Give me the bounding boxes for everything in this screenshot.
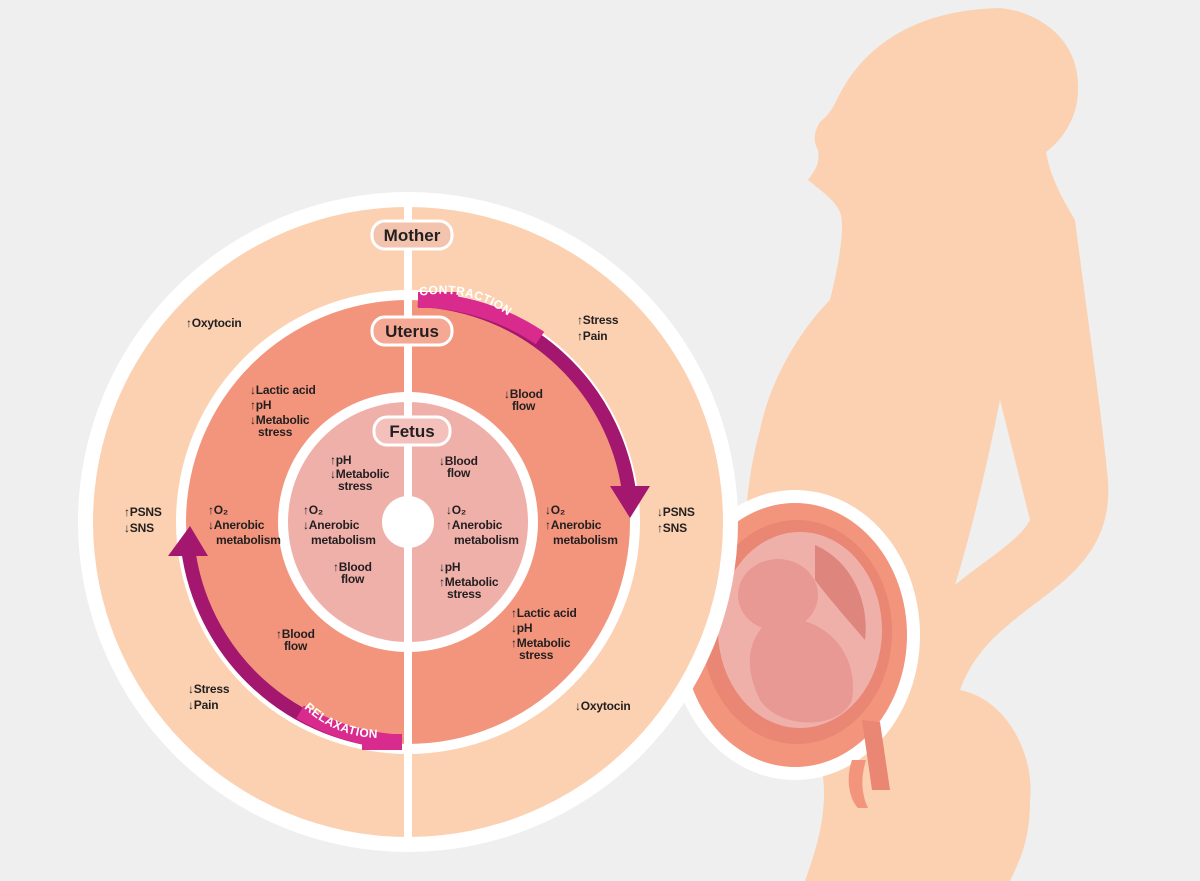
fetus-right-blood: ↓Blood flow [439,454,478,480]
uterus-right-blood-line-1: ↓Blood [504,387,543,401]
mother-left-stress: ↓Stress [188,682,230,696]
uterus-right-o2-line-3: metabolism [553,533,618,547]
relaxation-arrowhead [168,526,208,556]
uterus-left-o2: ↑O₂ ↓Anerobic metabolism [208,503,281,547]
uterus-left-blood-line-2: flow [284,639,308,653]
mother-left-psns: ↑PSNS [124,505,162,519]
mother-left-oxytocin: ↑Oxytocin [186,316,242,330]
uterus-left-lactic: ↓Lactic acid ↑pH ↓Metabolic stress [250,383,316,439]
fetus-left-blood-line-2: flow [341,572,365,586]
mother-tab: Mother [370,219,454,251]
fetus-left-ph-line-1: ↑pH [330,453,351,467]
uterus-title: Uterus [385,322,439,341]
mother-left-psns-sns: ↑PSNS ↓SNS [124,505,162,535]
uterus-left-blood-line-1: ↑Blood [276,627,315,641]
uterus-left-o2-line-3: metabolism [216,533,281,547]
fetus-left-ph: ↑pH ↓Metabolic stress [330,453,390,493]
fetus-right-ph-line-1: ↓pH [439,560,460,574]
mother-left-pain: ↓Pain [188,698,218,712]
mother-left-oxytocin-line-1: ↑Oxytocin [186,316,242,330]
fetus-right-blood-line-2: flow [447,466,471,480]
fetus-right-blood-line-1: ↓Blood [439,454,478,468]
relaxation-arrow: RELAXATION [168,526,402,750]
uterus-right-lactic: ↑Lactic acid ↓pH ↑Metabolic stress [511,606,577,662]
fetus-right-ph-line-3: stress [447,587,482,601]
mother-right-stress-pain: ↑Stress ↑Pain [577,313,619,343]
mother-right-psns-sns: ↓PSNS ↑SNS [657,505,695,535]
uterus-right-o2-line-1: ↓O₂ [545,503,565,517]
fetus-title: Fetus [389,422,434,441]
mother-right-sns: ↑SNS [657,521,687,535]
uterus-cutaway [670,490,920,808]
uterus-left-lactic-line-1: ↓Lactic acid [250,383,316,397]
divider-line [404,200,412,840]
fetus-right-ph: ↓pH ↑Metabolic stress [439,560,499,601]
uterus-left-o2-line-2: ↓Anerobic [208,518,265,532]
uterus-right-o2: ↓O₂ ↑Anerobic metabolism [545,503,618,547]
fetus-left-o2-line-1: ↑O₂ [303,503,323,517]
fetus-left-blood-line-1: ↑Blood [333,560,372,574]
mother-left-sns: ↓SNS [124,521,154,535]
fetus-right-ph-line-2: ↑Metabolic [439,575,499,589]
uterus-right-lactic-line-2: ↓pH [511,621,532,635]
uterus-right-o2-line-2: ↑Anerobic [545,518,602,532]
uterus-tab: Uterus [370,315,454,347]
fetus-left-o2-line-2: ↓Anerobic [303,518,360,532]
uterus-right-lactic-line-1: ↑Lactic acid [511,606,577,620]
fetus-right-o2-line-1: ↓O₂ [446,503,466,517]
mother-title: Mother [384,226,441,245]
mother-right-stress: ↑Stress [577,313,619,327]
fetus-right-o2-line-2: ↑Anerobic [446,518,503,532]
uterus-left-lactic-line-4: stress [258,425,293,439]
uterus-right-blood-line-2: flow [512,399,536,413]
fetus-left-o2: ↑O₂ ↓Anerobic metabolism [303,503,376,547]
fetus-right-o2: ↓O₂ ↑Anerobic metabolism [446,503,519,547]
fetus-left-blood: ↑Blood flow [333,560,372,586]
cycle-diagram [78,192,738,852]
uterus-right-blood: ↓Blood flow [504,387,543,413]
mother-right-pain: ↑Pain [577,329,607,343]
contraction-arrowhead [610,486,650,518]
uterus-right-lactic-line-3: ↑Metabolic [511,636,571,650]
mother-right-oxytocin: ↓Oxytocin [575,699,631,713]
uterus-left-lactic-line-3: ↓Metabolic [250,413,310,427]
fetus-left-ph-line-2: ↓Metabolic [330,467,390,481]
uterus-left-blood: ↑Blood flow [276,627,315,653]
uterus-left-o2-line-1: ↑O₂ [208,503,228,517]
mother-left-stress-pain: ↓Stress ↓Pain [188,682,230,712]
fetus-right-o2-line-3: metabolism [454,533,519,547]
fetus-tab: Fetus [372,415,452,447]
mother-right-psns: ↓PSNS [657,505,695,519]
mother-right-oxytocin-line-1: ↓Oxytocin [575,699,631,713]
fetus-left-o2-line-3: metabolism [311,533,376,547]
uterus-left-lactic-line-2: ↑pH [250,398,271,412]
uterus-right-lactic-line-4: stress [519,648,554,662]
fetus-left-ph-line-3: stress [338,479,373,493]
